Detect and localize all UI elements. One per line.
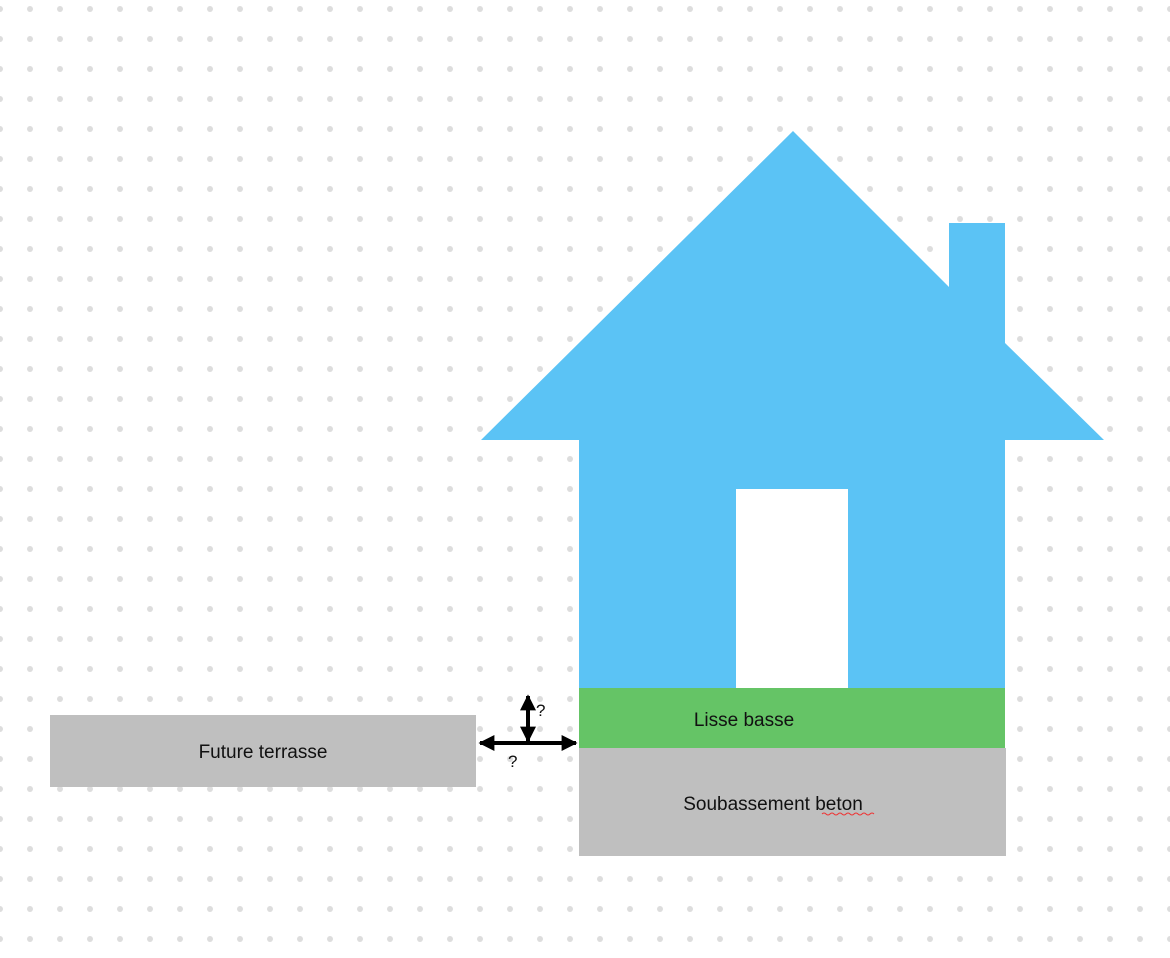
vertical-gap-label: ? <box>536 701 545 720</box>
horizontal-gap-label: ? <box>508 752 517 771</box>
house-door[interactable] <box>736 489 848 688</box>
house-shape[interactable] <box>481 131 1104 688</box>
sill-plate-box[interactable] <box>579 688 1005 748</box>
spellcheck-underline <box>821 812 875 816</box>
foundation-label: Soubassement beton <box>683 794 863 815</box>
foundation-box[interactable] <box>579 748 1006 856</box>
sill-plate-label: Lisse basse <box>694 710 794 731</box>
terrace-label: Future terrasse <box>199 742 328 763</box>
terrace-box[interactable] <box>50 715 476 787</box>
